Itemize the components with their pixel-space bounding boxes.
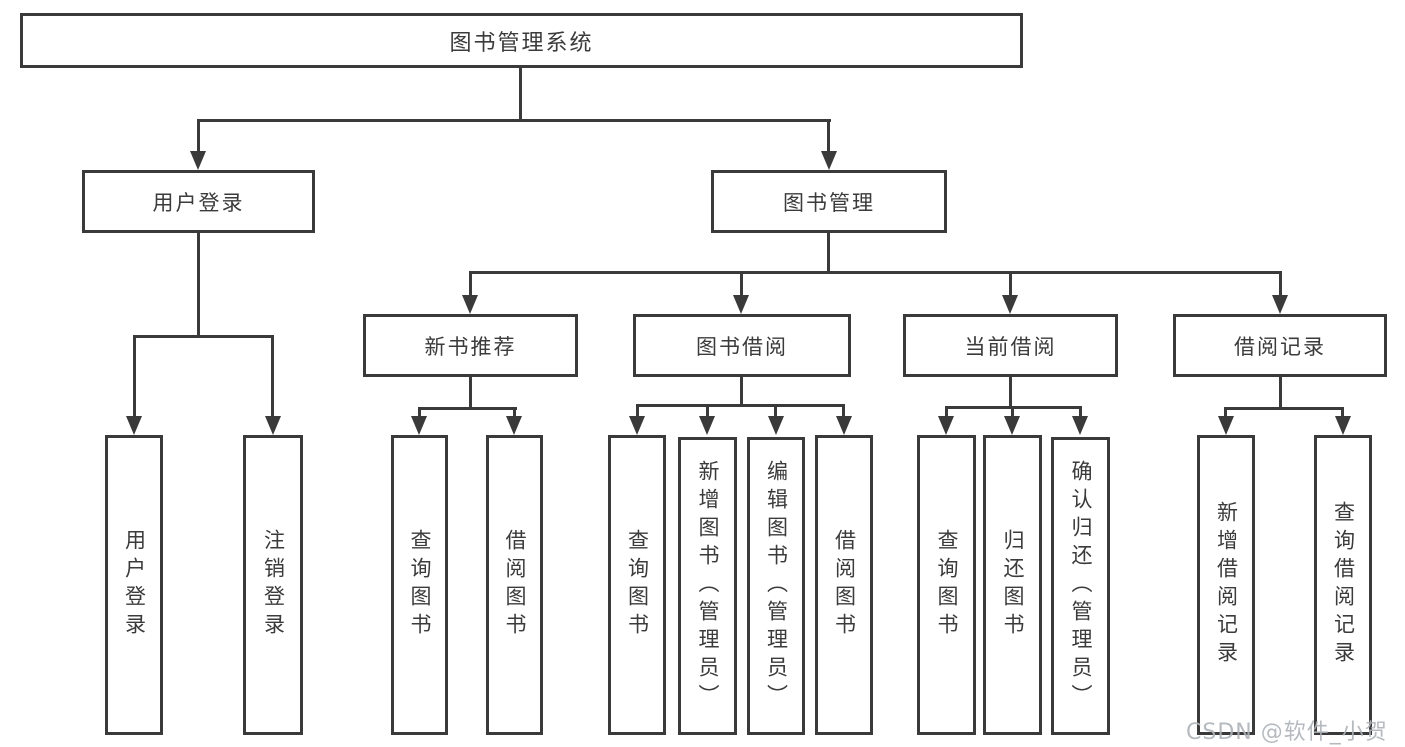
connector-leaf-stem — [842, 404, 845, 418]
leaf-query-book-1-label: 查询图书 — [408, 529, 433, 641]
node-book-management-label: 图书管理 — [783, 190, 875, 215]
arrowhead-icon — [265, 416, 281, 435]
connector-section-hline — [418, 407, 517, 410]
connector-section-stem — [1009, 271, 1012, 297]
arrowhead-icon — [1072, 416, 1088, 435]
connector-user-login-hline — [133, 335, 274, 338]
arrowhead-icon — [629, 416, 645, 435]
connector-section-down — [469, 377, 472, 409]
arrowhead-icon — [1004, 416, 1020, 435]
connector-book-mgmt-stem — [827, 119, 830, 153]
leaf-query-book-1: 查询图书 — [391, 435, 448, 735]
node-current-borrow-label: 当前借阅 — [964, 334, 1057, 359]
connector-leaf-stem — [1011, 406, 1014, 418]
leaf-add-borrow-record-label: 新增借阅记录 — [1214, 501, 1239, 669]
connector-section-hline — [636, 404, 844, 407]
leaf-return-book: 归还图书 — [983, 435, 1042, 735]
arrowhead-icon — [699, 416, 715, 435]
node-root-label: 图书管理系统 — [449, 30, 594, 56]
connector-leaf-stem — [271, 335, 274, 418]
node-new-book-recommend: 新书推荐 — [363, 314, 578, 377]
arrowhead-icon — [126, 416, 142, 435]
connector-leaf-stem — [774, 404, 777, 418]
arrowhead-icon — [768, 416, 784, 435]
leaf-user-login: 用户登录 — [105, 435, 163, 735]
leaf-add-book-admin-label: 新增图书（管理员） — [696, 460, 721, 712]
leaf-logout-label: 注销登录 — [261, 529, 286, 641]
leaf-logout: 注销登录 — [243, 435, 303, 735]
leaf-confirm-return-admin: 确认归还（管理员） — [1051, 437, 1110, 735]
leaf-query-borrow-record: 查询借阅记录 — [1314, 435, 1372, 735]
arrowhead-icon — [462, 295, 478, 314]
connector-section-down — [1279, 377, 1282, 409]
connector-leaf-stem — [1079, 406, 1082, 418]
leaf-user-login-label: 用户登录 — [122, 529, 147, 641]
connector-user-login-stem — [197, 119, 200, 153]
connector-leaf-stem — [133, 335, 136, 418]
connector-section-down — [740, 377, 743, 406]
connector-leaf-stem — [513, 407, 516, 419]
connector-section-stem — [469, 271, 472, 297]
connector-section-hline — [1224, 407, 1344, 410]
connector-book-mgmt-down — [827, 233, 830, 273]
connector-section-stem — [740, 271, 743, 297]
arrowhead-icon — [836, 416, 852, 435]
leaf-add-borrow-record: 新增借阅记录 — [1197, 435, 1255, 735]
connector-root-stem — [519, 68, 522, 121]
leaf-edit-book-admin: 编辑图书（管理员） — [747, 437, 805, 735]
node-borrow-record: 借阅记录 — [1173, 314, 1387, 377]
leaf-query-book-3-label: 查询图书 — [935, 529, 960, 641]
arrowhead-icon — [821, 151, 837, 170]
arrowhead-icon — [411, 416, 427, 435]
leaf-confirm-return-admin-label: 确认归还（管理员） — [1069, 460, 1094, 712]
leaf-borrow-book-2-label: 借阅图书 — [832, 529, 857, 641]
watermark: CSDN @软件_小贺同学 — [1186, 720, 1388, 745]
connector-leaf-stem — [1341, 407, 1344, 418]
leaf-borrow-book-1: 借阅图书 — [486, 435, 543, 735]
leaf-return-book-label: 归还图书 — [1001, 529, 1026, 641]
arrowhead-icon — [1272, 295, 1288, 314]
connector-root-hline — [197, 119, 831, 122]
leaf-add-book-admin: 新增图书（管理员） — [678, 437, 737, 735]
node-current-borrow: 当前借阅 — [903, 314, 1118, 377]
arrowhead-icon — [1002, 295, 1018, 314]
leaf-borrow-book-1-label: 借阅图书 — [503, 529, 528, 641]
node-borrow-record-label: 借阅记录 — [1234, 334, 1326, 359]
connector-leaf-stem — [945, 406, 948, 418]
node-book-borrow: 图书借阅 — [633, 314, 851, 377]
arrowhead-icon — [938, 416, 954, 435]
node-user-login: 用户登录 — [82, 170, 315, 233]
node-book-borrow-label: 图书借阅 — [696, 334, 788, 359]
leaf-edit-book-admin-label: 编辑图书（管理员） — [764, 460, 789, 712]
arrowhead-icon — [1335, 416, 1351, 435]
connector-book-mgmt-hline — [469, 271, 1282, 274]
arrowhead-icon — [733, 295, 749, 314]
connector-leaf-stem — [1224, 407, 1227, 418]
leaf-query-borrow-record-label: 查询借阅记录 — [1331, 501, 1356, 669]
connector-section-stem — [1279, 271, 1282, 297]
leaf-query-book-2: 查询图书 — [608, 435, 666, 735]
node-book-management: 图书管理 — [711, 170, 947, 233]
node-user-login-label: 用户登录 — [152, 190, 245, 215]
arrowhead-icon — [190, 151, 206, 170]
node-root: 图书管理系统 — [20, 13, 1023, 68]
connector-leaf-stem — [418, 407, 421, 419]
connector-section-down — [1009, 377, 1012, 408]
node-new-book-recommend-label: 新书推荐 — [424, 334, 517, 359]
leaf-query-book-3: 查询图书 — [917, 435, 976, 735]
leaf-query-book-2-label: 查询图书 — [625, 529, 650, 641]
connector-leaf-stem — [636, 404, 639, 418]
connector-leaf-stem — [706, 404, 709, 418]
leaf-borrow-book-2: 借阅图书 — [815, 435, 873, 735]
arrowhead-icon — [1218, 416, 1234, 435]
connector-user-login-down — [197, 233, 200, 337]
arrowhead-icon — [506, 416, 522, 435]
